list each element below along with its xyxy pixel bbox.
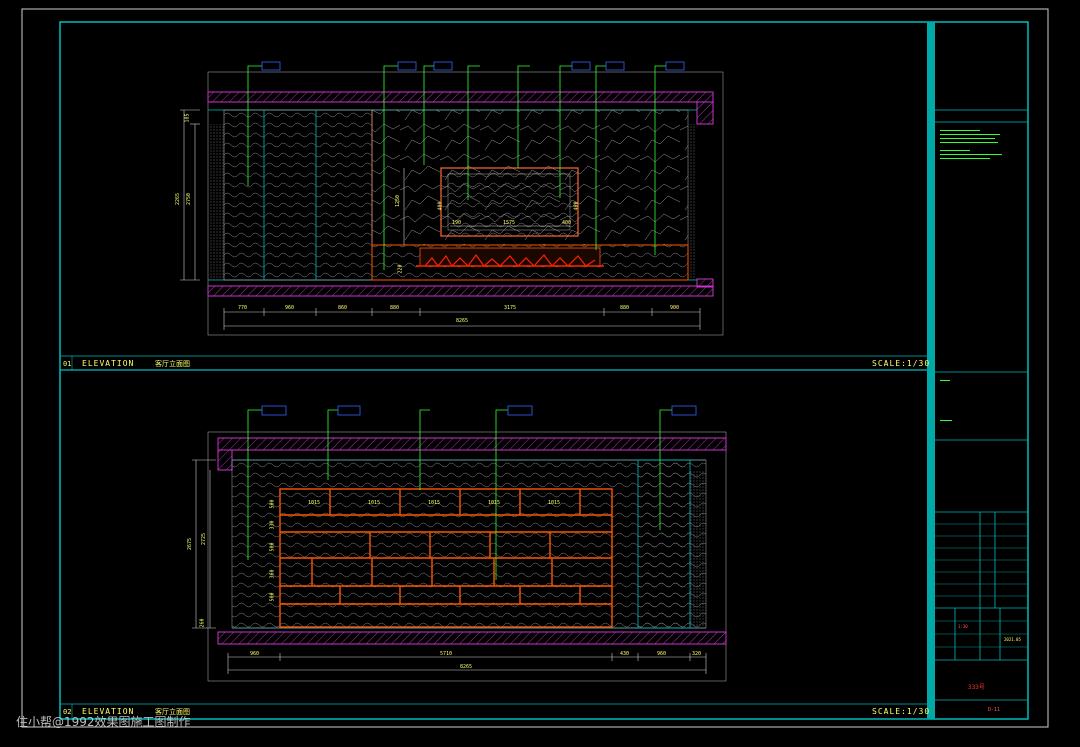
dim-02-s2: 1015 <box>428 500 441 506</box>
dim-01-i2: 400 <box>437 201 444 211</box>
tv-panel <box>440 167 579 237</box>
dim-01-b3: 880 <box>390 305 400 311</box>
title-block-sheet-no: D-11 <box>988 707 1001 713</box>
title-block-date: 2021.05 <box>1004 637 1021 642</box>
dim-02-v2: 500 <box>269 542 276 552</box>
title-block-stamp: 333号 <box>968 684 985 691</box>
elevation-01 <box>180 61 724 336</box>
dim-02-b1: 5710 <box>440 651 453 657</box>
dim-02-v4: 500 <box>269 592 276 602</box>
dim-01-b4: 3175 <box>504 305 517 311</box>
ceiling-slab-2 <box>217 437 727 451</box>
drawing-01-scale: SCALE:1/30 <box>872 359 931 368</box>
floor-slab <box>207 285 714 297</box>
drawing-02-title: 客厅立面图 <box>155 708 190 716</box>
dim-01-l1: 2750 <box>186 192 193 206</box>
dim-01-b5: 880 <box>620 305 630 311</box>
wood-panel-wall <box>223 109 373 281</box>
dim-01-total: 8265 <box>456 318 469 324</box>
title-block-scale: 1:30 <box>958 624 968 629</box>
drawing-02-number: 02 <box>63 708 72 716</box>
drawing-02-scale: SCALE:1/30 <box>872 707 931 716</box>
dim-02-b4: 320 <box>692 651 702 657</box>
dim-01-i1: 1575 <box>503 220 516 226</box>
dim-02-l0: 2675 <box>187 537 194 551</box>
ceiling-slab <box>207 91 714 103</box>
drawing-01-label: ELEVATION <box>82 359 135 368</box>
sheet-outer-frame <box>21 8 1049 728</box>
dim-01-l0: 2265 <box>175 192 182 206</box>
dim-02-b0: 960 <box>250 651 260 657</box>
drawing-01-number: 01 <box>63 360 72 368</box>
dim-01-i0: 1250 <box>395 194 402 208</box>
dim-02-s4: 1015 <box>548 500 561 506</box>
dim-02-b3: 960 <box>657 651 667 657</box>
drawing-02-label: ELEVATION <box>82 707 135 716</box>
dim-01-b0: 770 <box>238 305 248 311</box>
dim-02-total: 8265 <box>460 664 473 670</box>
dim-01-l2: 185 <box>184 113 191 123</box>
dim-02-v0: 500 <box>269 499 276 509</box>
dim-02-l2: 260 <box>199 618 206 628</box>
dim-02-v3: 360 <box>269 569 276 579</box>
drawing-01-title: 客厅立面图 <box>155 360 190 368</box>
elevation-02 <box>192 405 727 682</box>
dim-02-b2: 430 <box>620 651 630 657</box>
dim-02-v1: 330 <box>269 520 276 530</box>
dim-02-s1: 1015 <box>368 500 381 506</box>
dim-01-i6: 220 <box>397 264 404 274</box>
dim-01-b6: 900 <box>670 305 680 311</box>
dim-01-i4: 190 <box>452 220 462 226</box>
watermark: 住小帮@1992效果图施工图制作 <box>16 715 191 729</box>
dim-01-i3: 400 <box>573 201 580 211</box>
dim-01-i5: 400 <box>562 220 572 226</box>
dim-02-s3: 1015 <box>488 500 501 506</box>
dim-02-l1: 2725 <box>201 532 208 546</box>
dim-02-s0: 1015 <box>308 500 321 506</box>
dim-01-b2: 860 <box>338 305 348 311</box>
floor-slab-2 <box>217 631 727 645</box>
fireplace-flame <box>424 253 596 267</box>
title-block <box>935 109 1028 701</box>
bookshelf <box>279 488 613 628</box>
dim-01-b1: 960 <box>285 305 295 311</box>
title-block-band <box>927 22 935 719</box>
